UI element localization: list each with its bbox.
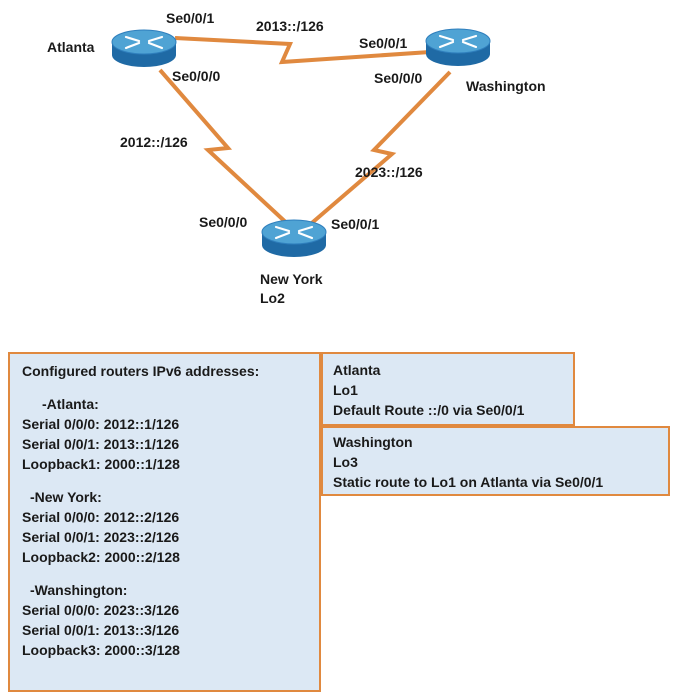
link-atlanta-washington bbox=[174, 36, 431, 65]
network-label-atlanta-newyork: 2012::/126 bbox=[120, 134, 188, 150]
interface-label-newyork-s000: Se0/0/0 bbox=[199, 214, 247, 230]
router-icon bbox=[425, 28, 491, 66]
address-line: Serial 0/0/0: 2012::1/126 bbox=[22, 416, 180, 432]
router-newyork[interactable] bbox=[261, 219, 327, 257]
atlanta-task-line: Default Route ::/0 via Se0/0/1 bbox=[333, 402, 525, 418]
address-line: Loopback2: 2000::2/128 bbox=[22, 549, 180, 565]
router-label-atlanta: Atlanta bbox=[47, 39, 95, 55]
router-atlanta[interactable] bbox=[111, 29, 177, 67]
address-line: Serial 0/0/1: 2013::3/126 bbox=[22, 622, 180, 638]
network-label-washington-newyork: 2023::/126 bbox=[355, 164, 423, 180]
washington-task-line: Lo3 bbox=[333, 454, 358, 470]
router-washington[interactable] bbox=[425, 28, 491, 66]
link-atlanta-newyork bbox=[158, 68, 294, 230]
washington-section-header: -Wanshington: bbox=[30, 582, 128, 598]
router-loopback-newyork: Lo2 bbox=[260, 290, 285, 306]
interface-label-atlanta-s000: Se0/0/0 bbox=[172, 68, 220, 84]
interface-label-newyork-s001: Se0/0/1 bbox=[331, 216, 379, 232]
washington-task-line: Static route to Lo1 on Atlanta via Se0/0… bbox=[333, 474, 604, 490]
interface-label-atlanta-s001: Se0/0/1 bbox=[166, 10, 214, 26]
interface-label-washington-s000: Se0/0/0 bbox=[374, 70, 422, 86]
address-line: Serial 0/0/0: 2012::2/126 bbox=[22, 509, 180, 525]
address-line: Loopback3: 2000::3/128 bbox=[22, 642, 180, 658]
atlanta-task-line: Lo1 bbox=[333, 382, 358, 398]
address-line: Serial 0/0/1: 2013::1/126 bbox=[22, 436, 180, 452]
ipv6-address-table: Configured routers IPv6 addresses: -Atla… bbox=[8, 352, 321, 692]
atlanta-section-header: -Atlanta: bbox=[42, 396, 99, 412]
interface-label-washington-s001: Se0/0/1 bbox=[359, 35, 407, 51]
address-line: Serial 0/0/1: 2023::2/126 bbox=[22, 529, 180, 545]
link-washington-newyork bbox=[304, 70, 452, 230]
atlanta-task-box: Atlanta Lo1 Default Route ::/0 via Se0/0… bbox=[321, 352, 575, 426]
network-topology: Atlanta Washington New York Lo2 Se0/0/1 … bbox=[47, 10, 546, 306]
atlanta-task-title: Atlanta bbox=[333, 362, 381, 378]
router-label-washington: Washington bbox=[466, 78, 546, 94]
router-icon bbox=[261, 219, 327, 257]
network-label-atlanta-washington: 2013::/126 bbox=[256, 18, 324, 34]
washington-task-title: Washington bbox=[333, 434, 413, 450]
router-label-newyork: New York bbox=[260, 271, 323, 287]
address-line: Serial 0/0/0: 2023::3/126 bbox=[22, 602, 180, 618]
router-icon bbox=[111, 29, 177, 67]
newyork-section-header: -New York: bbox=[30, 489, 102, 505]
address-table-title: Configured routers IPv6 addresses: bbox=[22, 363, 260, 379]
washington-task-box: Washington Lo3 Static route to Lo1 on At… bbox=[321, 426, 670, 496]
address-line: Loopback1: 2000::1/128 bbox=[22, 456, 180, 472]
